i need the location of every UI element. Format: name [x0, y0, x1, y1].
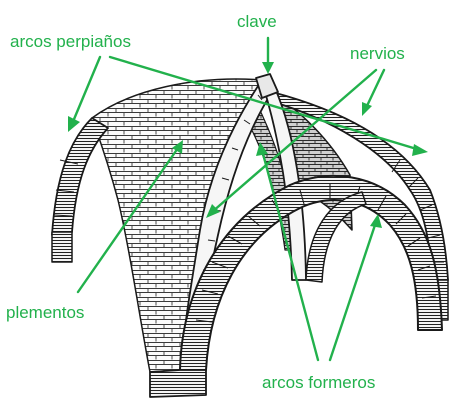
vault-drawing — [52, 74, 448, 397]
back-wall-arch — [306, 192, 366, 282]
left-pier — [52, 232, 72, 262]
label-clave: clave — [237, 12, 277, 31]
label-nervios: nervios — [350, 44, 405, 63]
label-arcos-formeros: arcos formeros — [262, 373, 375, 392]
front-pier — [150, 370, 206, 397]
label-plementos: plementos — [6, 303, 84, 322]
label-arcos-perpianos: arcos perpiaños — [10, 32, 131, 51]
left-transverse-arch — [52, 118, 108, 235]
